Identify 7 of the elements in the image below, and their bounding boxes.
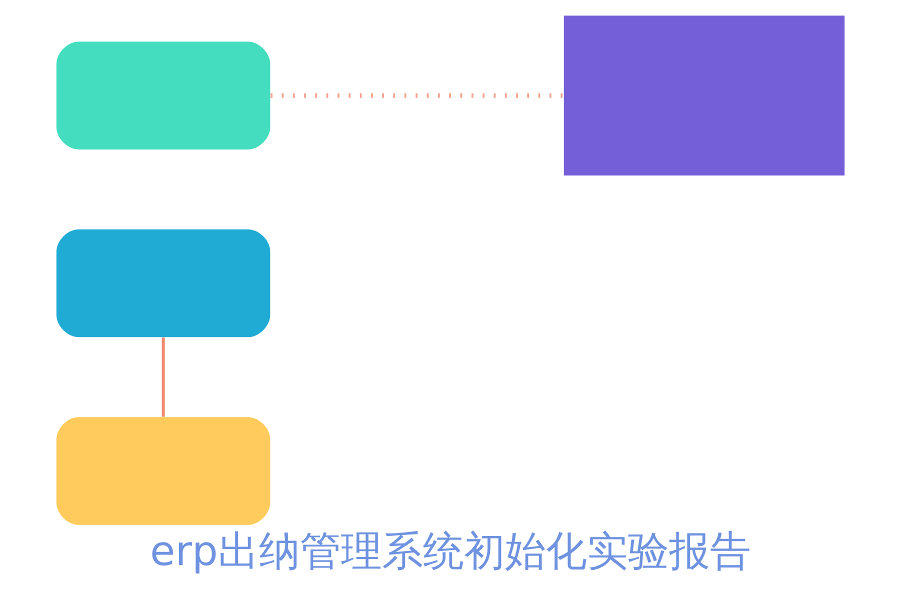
node-box xyxy=(563,16,844,176)
connector xyxy=(270,93,564,98)
caption: erp出纳管理系统初始化实验报告 xyxy=(150,527,750,576)
node-box xyxy=(56,229,270,338)
node-box xyxy=(56,417,270,525)
node-box xyxy=(56,42,270,150)
connector xyxy=(161,338,164,417)
